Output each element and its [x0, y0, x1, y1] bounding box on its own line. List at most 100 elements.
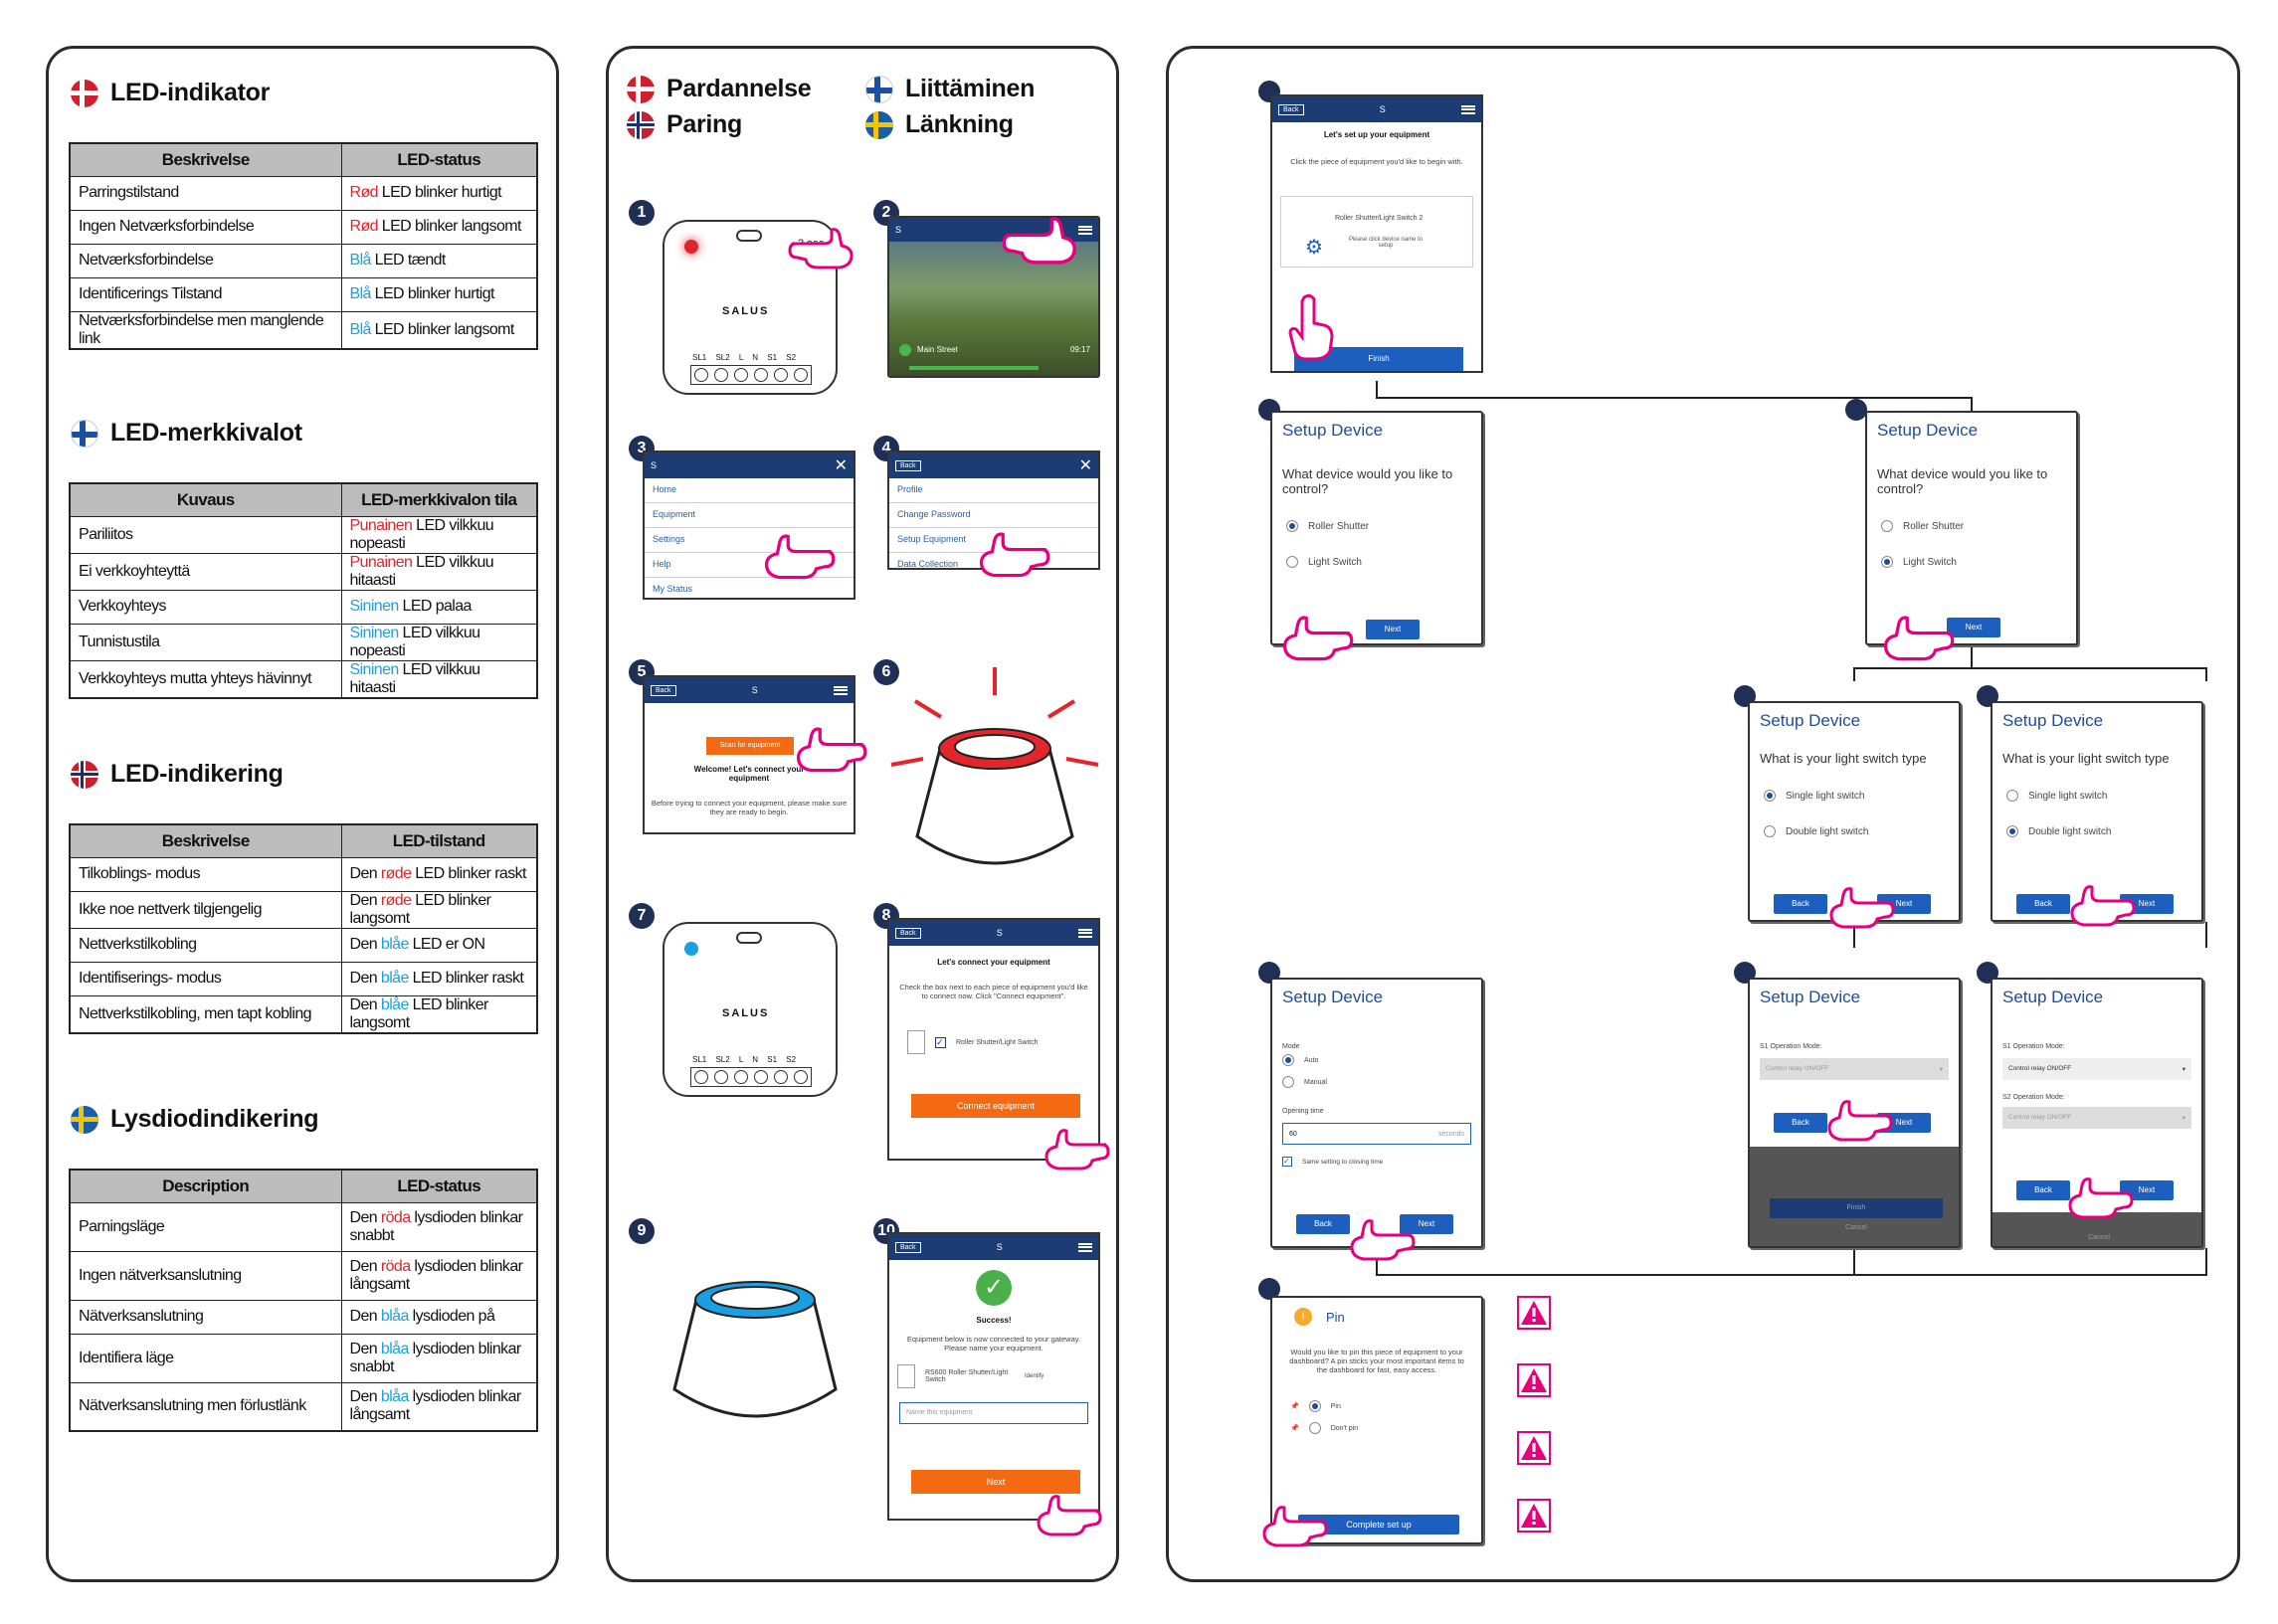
pin-card: ! Pin Would you like to pin this piece o…: [1270, 1296, 1483, 1544]
section-title: LED-indikator: [71, 79, 270, 107]
next-button[interactable]: Next: [911, 1470, 1080, 1494]
back-button[interactable]: Back: [895, 927, 921, 939]
salus-logo-icon: S: [651, 460, 658, 470]
menu-item[interactable]: Home: [645, 478, 854, 503]
scan-button[interactable]: Scan for equipment: [706, 737, 794, 755]
next-button[interactable]: Next: [1947, 618, 2000, 637]
equipment-name-input[interactable]: Name this equipment: [899, 1402, 1088, 1424]
next-button[interactable]: Next: [1366, 620, 1420, 639]
status-text: lysdioden blinkar snabbt: [349, 1208, 523, 1244]
option-light[interactable]: Light Switch: [1867, 556, 2076, 568]
close-icon[interactable]: ✕: [1078, 457, 1092, 474]
complete-setup-button[interactable]: Complete set up: [1298, 1515, 1459, 1534]
led-color-word: Sininen: [349, 598, 400, 615]
option-double[interactable]: Double light switch: [1750, 825, 1959, 837]
status-cell: Den blåe LED er ON: [340, 927, 538, 963]
status-prefix: Den: [349, 1208, 381, 1226]
equipment-checkbox[interactable]: ✓: [935, 1036, 946, 1048]
option-roller[interactable]: Roller Shutter: [1272, 520, 1481, 532]
equipment-name[interactable]: Roller Shutter/Light Switch 2: [1335, 215, 1424, 222]
option-single[interactable]: Single light switch: [1750, 790, 1959, 802]
cancel-button[interactable]: Cancel: [2088, 1234, 2110, 1241]
identify-button[interactable]: Identify: [1025, 1373, 1044, 1379]
opening-time-label: Opening time: [1282, 1108, 1324, 1115]
option-light[interactable]: Light Switch: [1272, 556, 1481, 568]
pointing-hand-icon: [1829, 887, 1895, 929]
description-cell: Identifiserings- modus: [69, 961, 342, 996]
s1-select[interactable]: Control relay ON/OFF▾: [2002, 1058, 2191, 1080]
menu-item[interactable]: Change Password: [889, 503, 1098, 528]
radio-unchecked[interactable]: [2006, 790, 2018, 802]
status-prefix: Den: [349, 970, 381, 987]
next-button[interactable]: Next: [2120, 1180, 2174, 1200]
radio-unchecked[interactable]: [1286, 556, 1298, 568]
menu-item[interactable]: Profile: [889, 478, 1098, 503]
radio-checked[interactable]: [1286, 520, 1298, 532]
chevron-down-icon: ▾: [2182, 1066, 2185, 1073]
option-manual[interactable]: Manual: [1272, 1076, 1481, 1088]
menu-icon[interactable]: [1077, 1242, 1092, 1252]
section-title-text: LED-indikering: [110, 760, 284, 788]
norway-flag-icon: [627, 110, 655, 139]
radio-unchecked[interactable]: [1764, 825, 1776, 837]
warning-icon: [1517, 1363, 1551, 1397]
menu-icon[interactable]: [1077, 928, 1092, 938]
menu-item[interactable]: Data Collection: [889, 553, 1098, 568]
menu-icon[interactable]: [1078, 225, 1092, 235]
checkbox-icon[interactable]: ✓: [1282, 1157, 1292, 1167]
salus-logo-icon: S: [895, 225, 902, 235]
s2-select[interactable]: Control relay ON/OFF▾: [2002, 1107, 2191, 1129]
back-button[interactable]: Back: [1278, 103, 1304, 115]
back-button[interactable]: Back: [895, 1241, 921, 1253]
column-header: Description: [69, 1169, 342, 1203]
option-roller[interactable]: Roller Shutter: [1867, 520, 2076, 532]
same-setting-checkbox[interactable]: ✓Same setting to closing time: [1282, 1157, 1384, 1167]
unpin-icon: 📌: [1290, 1425, 1299, 1432]
option-single[interactable]: Single light switch: [1993, 790, 2201, 802]
menu-icon[interactable]: [833, 685, 848, 695]
radio-unchecked[interactable]: [1282, 1076, 1294, 1088]
menu-item[interactable]: Equipment: [645, 503, 854, 528]
option-auto[interactable]: Auto: [1272, 1054, 1481, 1066]
option-pin[interactable]: 📌Pin: [1272, 1400, 1481, 1412]
finish-button[interactable]: Finish: [1770, 1198, 1943, 1218]
radio-checked[interactable]: [1881, 556, 1893, 568]
radio-checked[interactable]: [1764, 790, 1776, 802]
back-button[interactable]: Back: [2016, 1180, 2070, 1200]
menu-item[interactable]: My Status: [645, 578, 854, 598]
status-cell: Den röda lysdioden blinkar långsamt: [340, 1250, 538, 1301]
gear-icon[interactable]: ⚙: [1305, 237, 1323, 259]
step-number: 7: [629, 903, 655, 929]
back-button[interactable]: Back: [1774, 894, 1827, 914]
back-button[interactable]: Back: [895, 459, 921, 471]
back-button[interactable]: Back: [1296, 1214, 1350, 1234]
back-button[interactable]: Back: [1774, 1113, 1827, 1133]
menu-item[interactable]: Settings: [645, 528, 854, 553]
equipment-row[interactable]: ✓ Roller Shutter/Light Switch: [907, 1030, 1098, 1054]
cancel-button[interactable]: Cancel: [1845, 1224, 1867, 1231]
equipment-card[interactable]: Roller Shutter/Light Switch 2 Please cli…: [1280, 196, 1473, 268]
radio-unchecked[interactable]: [1308, 1422, 1321, 1434]
close-icon[interactable]: ✕: [834, 457, 848, 474]
pin-title: Pin: [1326, 1309, 1345, 1325]
option-double[interactable]: Double light switch: [1993, 825, 2201, 837]
pointing-hand-icon: [2070, 885, 2136, 927]
back-button[interactable]: Back: [2016, 894, 2070, 914]
connect-equipment-button[interactable]: Connect equipment: [911, 1094, 1080, 1118]
menu-icon[interactable]: [1460, 104, 1475, 114]
status-prefix: Den: [349, 1257, 381, 1275]
radio-unchecked[interactable]: [1881, 520, 1893, 532]
menu-item[interactable]: Help: [645, 553, 854, 578]
next-button[interactable]: Next: [1400, 1214, 1453, 1234]
description-cell: Nettverkstilkobling: [69, 927, 342, 963]
s1-select[interactable]: Control relay ON/OFF▾: [1760, 1058, 1949, 1080]
back-button[interactable]: Back: [651, 684, 676, 696]
radio-checked[interactable]: [1308, 1400, 1321, 1412]
radio-checked[interactable]: [1282, 1054, 1294, 1066]
radio-checked[interactable]: [2006, 825, 2018, 837]
option-dont-pin[interactable]: 📌Don't pin: [1272, 1422, 1481, 1434]
